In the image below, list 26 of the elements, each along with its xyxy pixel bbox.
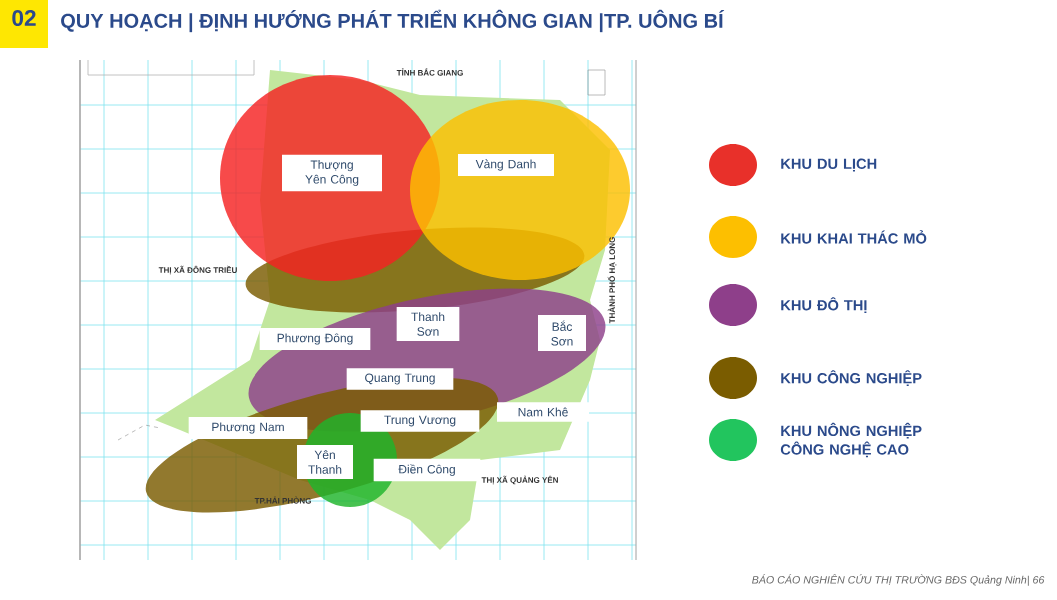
place-label-box: Yên Thanh bbox=[297, 444, 353, 480]
node-label: Thượng Yên Công bbox=[305, 160, 359, 186]
place-label-box: Nam Khê bbox=[497, 402, 589, 422]
map-label: TP.HẢI PHÒNG bbox=[254, 496, 311, 504]
place-label-box: Quang Trung bbox=[346, 368, 454, 390]
map-label: THÀNH PHỐ HẠ LONG bbox=[607, 237, 617, 324]
section-number: 02 bbox=[0, 0, 48, 48]
map-label: THỊ XÃ QUẢNG YÊN bbox=[481, 475, 558, 485]
legend-label: KHU ĐÔ THỊ bbox=[781, 297, 867, 313]
node-label: Điền Công bbox=[398, 464, 455, 476]
place-label-box: Vàng Danh bbox=[458, 154, 554, 176]
place-label-box: Phương Nam bbox=[188, 417, 308, 439]
node-label: Nam Khê bbox=[518, 407, 568, 417]
title: QUY HOẠCH | ĐỊNH HƯỚNG PHÁT TRIỂN KHÔNG GIAN |TP. UÔNG BÍ bbox=[61, 9, 725, 33]
place-label-box: Phương Đông bbox=[259, 328, 371, 350]
place-label-box: Bắc Sơn bbox=[538, 315, 586, 351]
legend-label: KHU CÔNG NGHIỆP bbox=[781, 370, 922, 386]
place-label-box: Trung Vương bbox=[360, 410, 480, 432]
legend-label: KHU KHAI THÁC MỎ bbox=[781, 230, 927, 244]
legend-label: KHU NÔNG NGHIỆP CÔNG NGHỆ CAO bbox=[780, 422, 922, 458]
map-label: THỊ XÃ ĐÔNG TRIỀU bbox=[158, 265, 237, 275]
legend-label: KHU DU LỊCH bbox=[781, 158, 877, 172]
footer-text: BÁO CÁO NGHIÊN CỨU THỊ TRƯỜNG BĐS Quảng Ninh| 66 bbox=[752, 574, 1045, 586]
place-label-box: Thanh Sơn bbox=[396, 306, 460, 342]
map-label: TỈNH BẮC GIANG bbox=[396, 68, 463, 76]
place-label-box: Thượng Yên Công bbox=[282, 154, 382, 192]
